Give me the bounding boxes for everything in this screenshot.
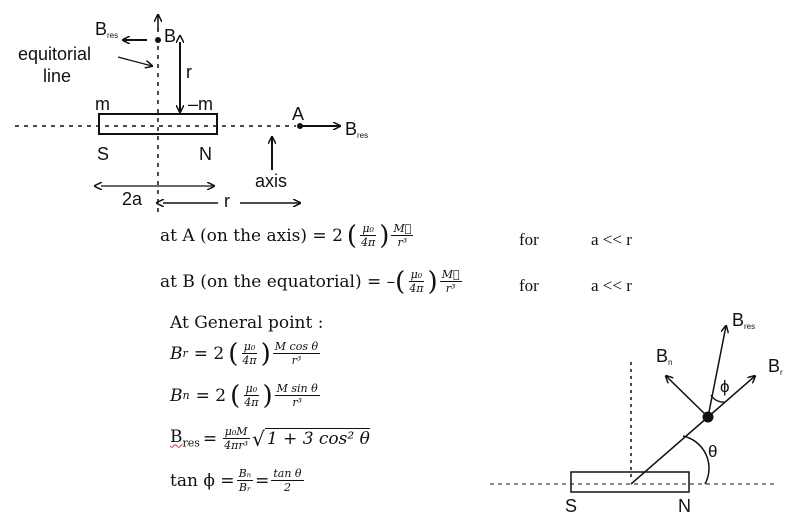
four-pi: 4π (409, 282, 424, 295)
bn-symbol: B (170, 385, 183, 406)
br-equals: = 2 (193, 343, 225, 364)
general-point-diagram (490, 326, 775, 493)
sqrt-sign: √ (252, 426, 265, 451)
svg-text:Bres: Bres (345, 119, 368, 140)
bn-subscript: n (668, 358, 672, 367)
bar-magnet-2 (570, 471, 690, 493)
bn-label: B (656, 346, 668, 366)
bn-arrow (666, 376, 709, 418)
bres-label: B (732, 310, 744, 330)
north-pole-label: N (199, 144, 212, 164)
point-b (155, 37, 161, 43)
br-label: B (768, 356, 780, 376)
br-arrow (707, 376, 755, 418)
condition-2: a << r (591, 276, 632, 295)
condition-1: a << r (591, 230, 632, 249)
bres-sub: res (182, 436, 200, 450)
four-pi: 4π (242, 354, 257, 367)
r-horizontal-label: r (224, 191, 230, 211)
north-pole-label-2: N (678, 496, 691, 514)
theta-arc (682, 435, 710, 485)
r-cubed: r³ (397, 236, 408, 249)
r-vertical-label: r (186, 62, 192, 82)
point-b-label: B (164, 26, 176, 46)
bres-symbol: Bres (170, 427, 200, 449)
br-symbol: B (170, 343, 183, 364)
svg-text:Br: Br (768, 356, 783, 377)
bres-b-label: B (95, 19, 107, 39)
moment-vector: M⃗ (391, 222, 414, 236)
svg-text:Bn: Bn (656, 346, 672, 367)
sqrt-radicand: 1 + 3 cos² θ (264, 428, 370, 449)
bn-equals: = 2 (195, 385, 227, 406)
radius-line (630, 416, 709, 485)
formula-axis-lhs: at A (on the axis) = 2 (160, 225, 343, 246)
bres-denominator: 4πr³ (224, 439, 249, 452)
r-cubed: r³ (445, 282, 456, 295)
bres-b-subscript: res (107, 31, 118, 40)
mu-zero: μ₀ (360, 222, 376, 236)
svg-text:Bres: Bres (732, 310, 755, 331)
south-pole-label-2: S (565, 496, 577, 514)
bn-denominator: r³ (292, 396, 303, 409)
south-pole-label: S (97, 144, 109, 164)
bres-arrow (707, 326, 726, 418)
bres-b: B (170, 427, 183, 448)
mu-zero: μ₀ (241, 340, 258, 354)
m-label: m (95, 94, 110, 114)
four-pi: 4π (244, 396, 259, 409)
bres-subscript: res (744, 322, 755, 331)
bar-magnet-diagram (15, 15, 340, 214)
equitorial-pointer-arrow (117, 56, 152, 66)
point-a-label: A (292, 104, 304, 124)
formula-equatorial-lhs: at B (on the equatorial) = – (160, 271, 396, 292)
bres-equals: = (202, 428, 218, 449)
equitorial-label: equitorial (18, 44, 91, 64)
general-point-heading: At General point : (170, 313, 324, 333)
theta-label: θ (708, 442, 717, 461)
svg-text:Bres: Bres (95, 19, 118, 40)
moment-vector: M⃗ (439, 268, 462, 282)
general-point-labels: Bres Bn Br ϕ θ S N (565, 310, 783, 514)
tan-equals: = (255, 470, 270, 491)
bn-sub: n (182, 389, 190, 402)
phi-arc (710, 394, 726, 403)
br-subscript: r (780, 368, 783, 377)
br-denominator: r³ (291, 354, 302, 367)
br-numerator: M cos θ (272, 340, 321, 354)
bar-magnet (98, 113, 218, 135)
tan-num2: tan θ (271, 467, 304, 481)
mu-zero: μ₀ (243, 382, 260, 396)
tan-den1: Bᵣ (238, 481, 251, 494)
br-sub: r (182, 347, 188, 360)
tan-den2: 2 (283, 481, 291, 494)
tan-phi-lhs: tan ϕ = (170, 470, 235, 491)
bres-a-label: B (345, 119, 357, 139)
mu-zero: μ₀ (408, 268, 425, 282)
phi-label: ϕ (720, 377, 730, 396)
axis-label: axis (255, 171, 287, 191)
bar-magnet-labels: Bres B equitorial line r m –m A Bres S N… (18, 19, 368, 211)
line-label: line (43, 66, 71, 86)
tan-num1: Bₙ (236, 467, 254, 481)
four-pi: 4π (361, 236, 376, 249)
general-point (702, 411, 714, 423)
bres-a-subscript: res (357, 131, 368, 140)
minus-m-label: –m (188, 94, 213, 114)
bn-numerator: M sin θ (274, 382, 320, 396)
2a-label: 2a (122, 189, 143, 209)
bres-numerator: μ₀M (222, 425, 250, 439)
condition-for-1: for (519, 230, 539, 249)
condition-for-2: for (519, 276, 539, 295)
